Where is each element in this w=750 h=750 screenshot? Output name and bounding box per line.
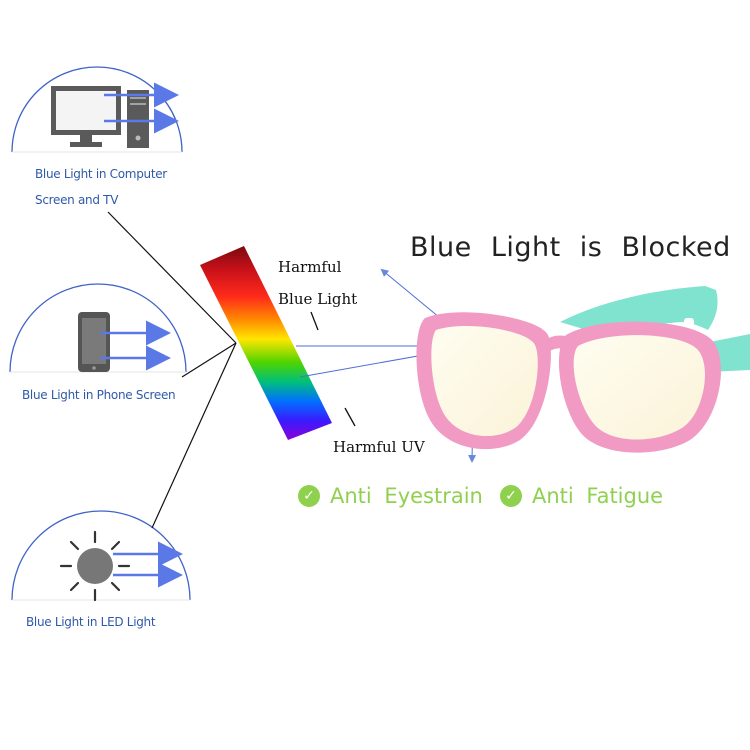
harmful-blue-pointer <box>310 311 319 331</box>
benefit-label: Anti Fatigue <box>532 484 664 508</box>
led-label: Blue Light in LED Light <box>26 615 156 629</box>
monitor-tower-icon <box>51 86 149 148</box>
connector-lines <box>107 211 237 529</box>
harmful-blue-label-line1: Harmful <box>278 258 342 276</box>
spectrum-bar <box>200 246 332 440</box>
computer-label: Blue Light in Computer Screen and TV <box>35 161 185 213</box>
harmful-blue-label-line2: Blue Light <box>278 290 358 308</box>
phone-blue-rays <box>100 320 171 371</box>
check-icon: ✓ <box>298 485 320 507</box>
harmful-uv-pointer <box>344 407 356 427</box>
sun-icon <box>59 530 131 602</box>
benefit-label: Anti Eyestrain <box>330 484 483 508</box>
benefit-anti-fatigue: ✓ Anti Fatigue <box>500 484 663 508</box>
phone-icon <box>78 312 110 372</box>
computer-label-line2: Screen and TV <box>35 193 119 207</box>
phone-label: Blue Light in Phone Screen <box>22 388 176 402</box>
harmful-uv-label: Harmful UV <box>333 438 425 456</box>
computer-blue-rays <box>104 82 179 134</box>
headline: Blue Light is Blocked <box>410 232 731 263</box>
led-blue-rays <box>113 541 183 588</box>
glasses-illustration <box>416 286 750 453</box>
computer-label-line1: Blue Light in Computer <box>35 167 167 181</box>
benefit-anti-eyestrain: ✓ Anti Eyestrain <box>298 484 483 508</box>
check-icon: ✓ <box>500 485 522 507</box>
